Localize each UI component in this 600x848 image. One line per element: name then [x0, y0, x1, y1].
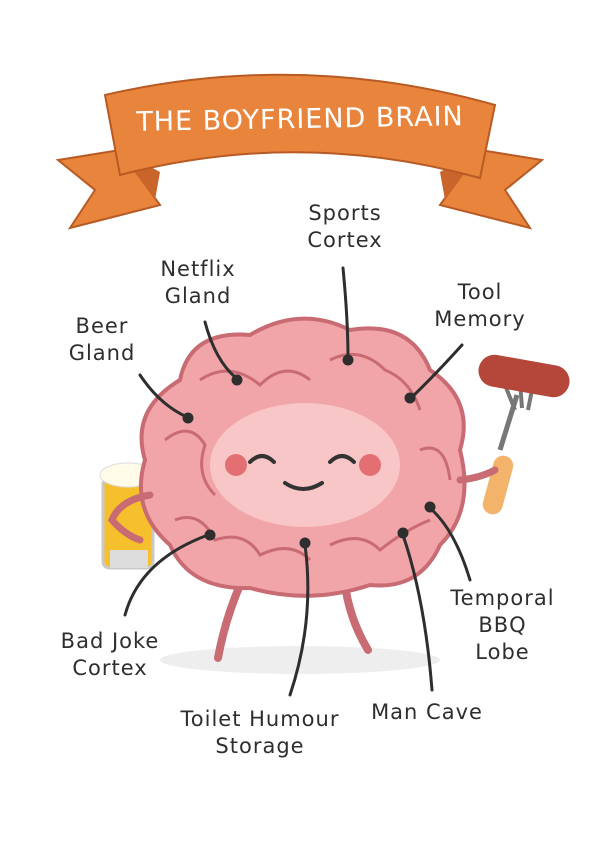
label-tool-memory: Tool Memory — [434, 280, 526, 331]
tool-memory-line — [409, 343, 464, 400]
bad-joke-cortex-line — [123, 533, 210, 617]
right-arm — [456, 466, 499, 484]
sausage-fork-icon — [478, 354, 570, 515]
page-title: THE BOYFRIEND BRAIN — [136, 101, 464, 138]
beer-gland-line — [138, 373, 189, 419]
toilet-humour-line — [288, 543, 310, 697]
label-beer-gland: Beer Gland — [68, 314, 136, 365]
label-temporal-bbq-lobe: Temporal BBQ Lobe — [450, 586, 555, 664]
label-bad-joke-cortex: Bad Joke Cortex — [60, 629, 160, 680]
title-banner — [55, 73, 545, 230]
leader-lines — [123, 266, 472, 697]
temporal-bbq-line — [428, 506, 472, 582]
man-cave-line — [401, 533, 434, 692]
sports-cortex-line — [341, 266, 350, 360]
brain — [138, 316, 467, 598]
netflix-gland-line — [203, 320, 238, 380]
label-toilet-humour-storage: Toilet Humour Storage — [180, 707, 340, 758]
label-man-cave: Man Cave — [371, 700, 483, 724]
label-netflix-gland: Netflix Gland — [160, 257, 236, 308]
left-arm — [107, 491, 154, 544]
label-sports-cortex: Sports Cortex — [307, 201, 383, 252]
face — [225, 454, 381, 491]
